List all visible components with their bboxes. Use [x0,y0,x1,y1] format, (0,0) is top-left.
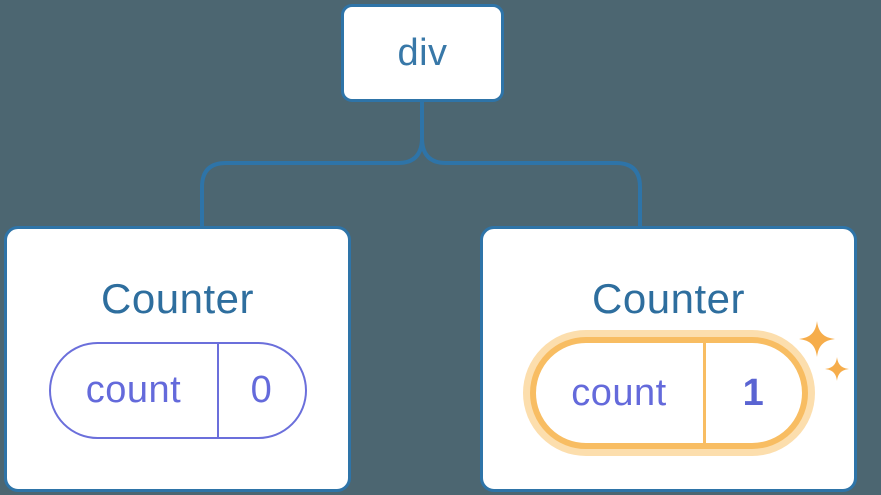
state-value: 0 [250,369,273,412]
tree-root-node: div [341,4,504,102]
connector-right-branch [420,102,642,226]
connector-left-branch [200,102,424,226]
component-title: Counter [592,275,745,322]
counter-card-left: Counter count 0 [4,226,351,492]
root-node-label: div [397,32,448,74]
state-key: count [536,343,706,444]
state-key: count [51,344,219,438]
state-pill-highlighted: count 1 [529,337,808,450]
sparkle-small-icon [825,357,849,381]
component-title: Counter [101,275,254,322]
sparkle-large-icon [799,321,835,357]
state-value: 1 [742,371,765,414]
counter-card-right: Counter count 1 [480,226,857,492]
state-pill: count 0 [48,342,307,440]
state-pill-highlight-glow: count 1 [522,330,815,457]
